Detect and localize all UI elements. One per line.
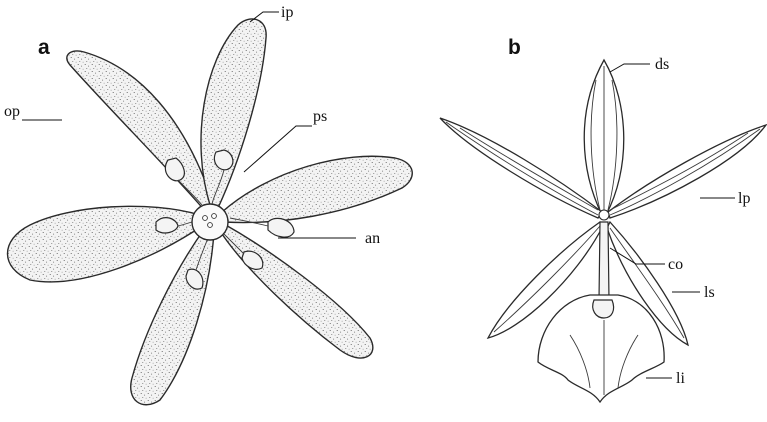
label-lp: lp xyxy=(738,190,750,207)
lip-callus xyxy=(593,300,614,318)
panel-b: b ds lp co xyxy=(440,36,766,402)
label-ps: ps xyxy=(313,108,327,125)
label-co: co xyxy=(668,256,683,273)
inner-petal-top xyxy=(201,19,266,208)
column xyxy=(599,222,609,305)
label-ls: ls xyxy=(704,284,715,301)
label-li: li xyxy=(676,370,685,387)
label-ip: ip xyxy=(281,4,293,21)
label-an: an xyxy=(365,230,380,247)
outer-petal-upper-left xyxy=(67,51,212,212)
label-op: op xyxy=(4,103,20,120)
inner-petal-lower-right xyxy=(218,224,373,358)
central-column xyxy=(192,204,228,240)
label-ds: ds xyxy=(655,56,669,73)
panel-a: a ip xyxy=(4,4,412,405)
leader-ps xyxy=(244,126,312,172)
leader-ds xyxy=(610,64,650,72)
panel-b-letter: b xyxy=(508,36,521,59)
outer-petal-left xyxy=(8,206,203,282)
left-petal xyxy=(440,118,602,218)
panel-a-letter: a xyxy=(38,36,50,59)
